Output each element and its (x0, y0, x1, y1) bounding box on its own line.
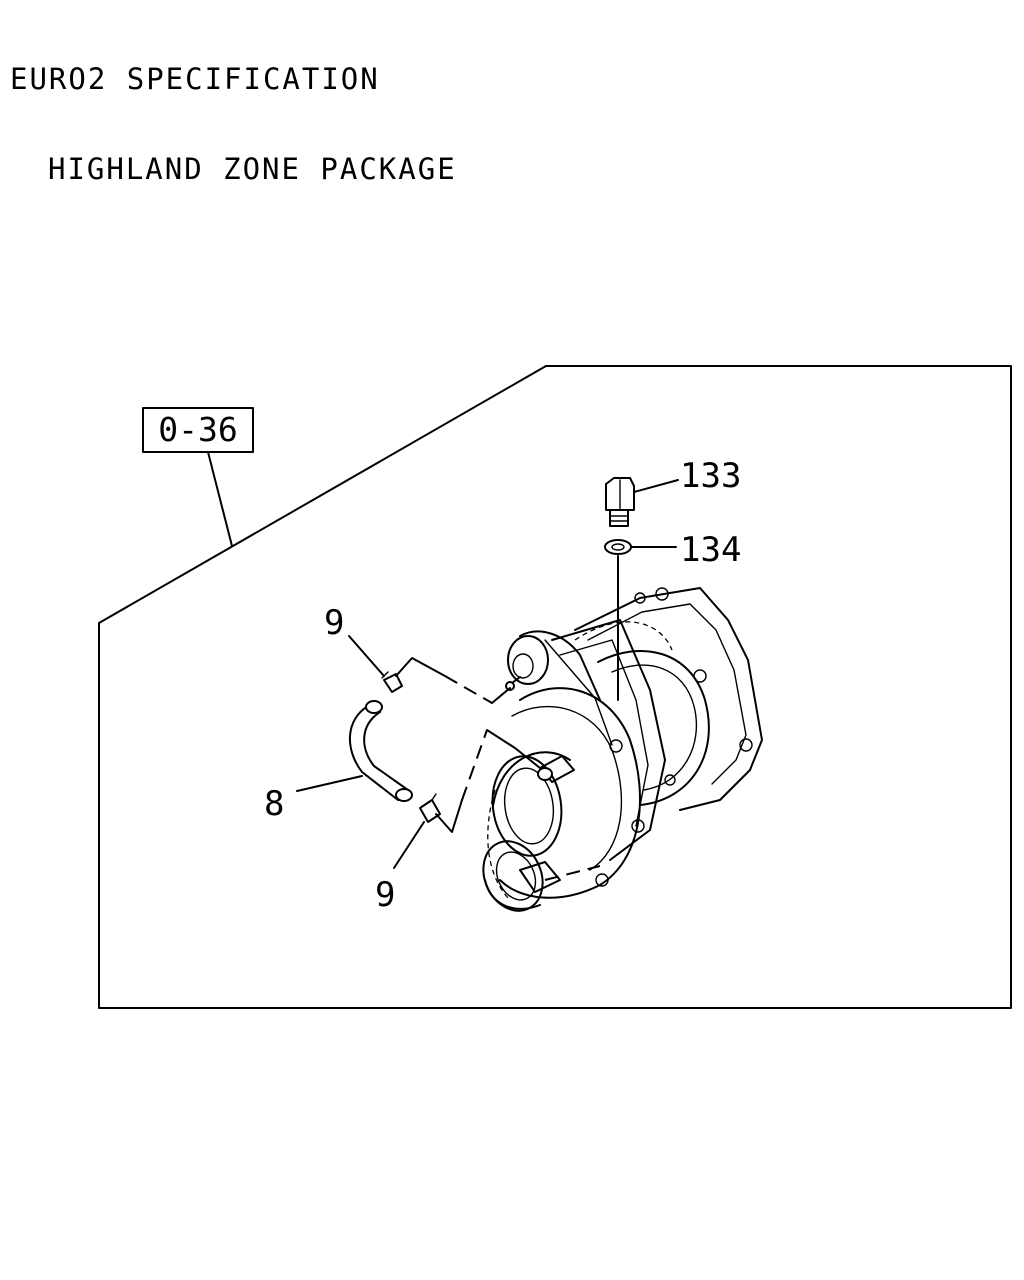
leader-9-lower (393, 821, 425, 869)
connection-line-lower (435, 799, 463, 833)
diagram-frame (98, 365, 1012, 1009)
callout-9-lower: 9 (375, 875, 395, 915)
header-line-2: HIGHLAND ZONE PACKAGE (48, 152, 457, 186)
connection-line-upper (395, 657, 446, 677)
part-8-hose[interactable] (349, 700, 413, 802)
part-9-upper-clip[interactable] (381, 671, 403, 693)
part-9-lower-clip[interactable] (419, 793, 441, 823)
connection-dash-lower (461, 729, 488, 801)
header-line-1: EURO2 SPECIFICATION (10, 62, 380, 96)
connection-line-to-fitting (486, 729, 541, 769)
part-134-washer[interactable] (604, 539, 632, 555)
callout-133: 133 (680, 456, 741, 496)
connection-dash-upper (444, 675, 493, 704)
reference-leader (207, 451, 233, 547)
reference-box[interactable]: 0-36 (142, 407, 254, 453)
leader-133 (633, 479, 679, 493)
connection-line-actuator (491, 687, 511, 704)
part-133-union-bolt[interactable] (605, 477, 635, 527)
leader-9-upper (348, 635, 385, 677)
reference-box-label: 0-36 (158, 410, 237, 449)
callout-8: 8 (264, 784, 284, 824)
turbocharger-assembly[interactable] (472, 587, 763, 920)
page-header: EURO2 SPECIFICATION HIGHLAND ZONE PACKAG… (10, 4, 457, 214)
leader-8 (296, 775, 363, 792)
connection-dash-outlet (544, 865, 601, 881)
callout-9-upper: 9 (324, 603, 344, 643)
callout-134: 134 (680, 530, 741, 570)
